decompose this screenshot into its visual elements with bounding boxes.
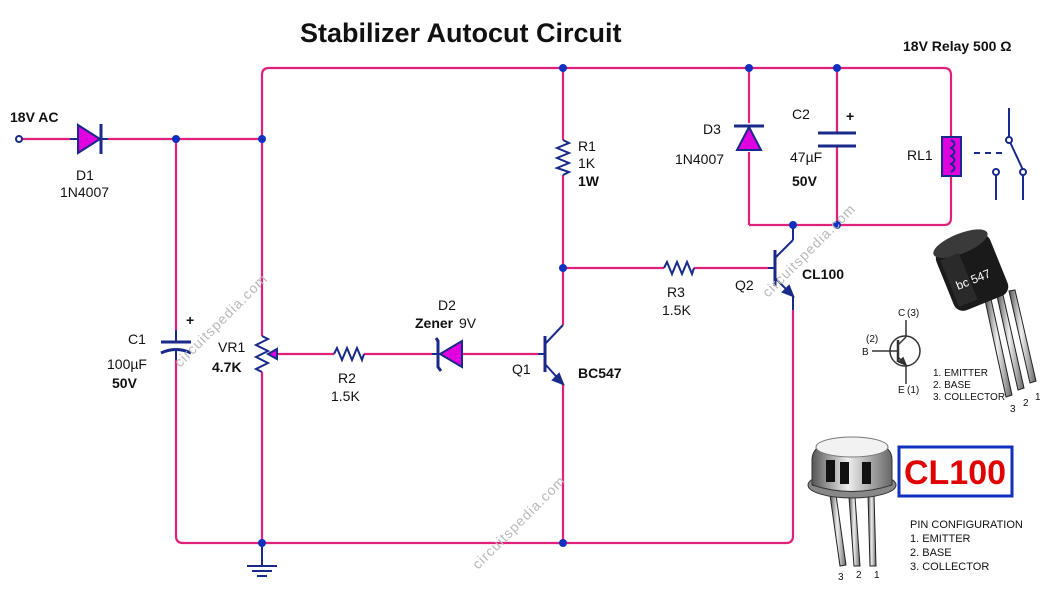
d2-value: 9V	[459, 315, 477, 331]
d3-diode	[734, 124, 764, 151]
bc547-e-label: E	[898, 385, 905, 396]
d3-value: 1N4007	[675, 151, 724, 167]
cl100-leg-2: 2	[856, 570, 862, 581]
bc547-leg-1: 1	[1035, 392, 1041, 403]
c2-value: 47µF	[790, 149, 822, 165]
q2-ref: Q2	[735, 277, 754, 293]
bc547-b-label: B	[862, 347, 869, 358]
bc547-pin-3: 3. COLLECTOR	[933, 392, 1005, 403]
c1-value: 100µF	[107, 356, 147, 372]
c2-polarity: +	[846, 108, 854, 124]
r1-ref: R1	[578, 138, 596, 154]
d1-ref: D1	[76, 167, 94, 183]
cl100-package-image: 3 2 1	[807, 436, 897, 583]
r1-rating: 1W	[578, 173, 600, 189]
input-label: 18V AC	[10, 109, 59, 125]
d2-zener-diode	[432, 337, 463, 372]
bc547-package-image: bc 547 3 2 1	[933, 229, 1041, 415]
q1-part: BC547	[578, 365, 622, 381]
r2-resistor	[333, 345, 365, 363]
bc547-b-pin: (2)	[866, 334, 878, 345]
cl100-leg-3: 3	[838, 572, 844, 583]
d2-type: Zener	[415, 315, 454, 331]
bc547-pin-2: 2. BASE	[933, 380, 971, 391]
r3-ref: R3	[667, 284, 685, 300]
q1-ref: Q1	[512, 361, 531, 377]
cl100-badge	[897, 445, 1014, 498]
q2-part: CL100	[802, 266, 844, 282]
watermark-2: circuitspedia.com	[469, 472, 569, 572]
cl100-pin-heading: PIN CONFIGURATION	[910, 519, 1023, 531]
rl1-ref: RL1	[907, 147, 933, 163]
diagram-title: Stabilizer Autocut Circuit	[300, 18, 622, 48]
cl100-badge-text: CL100	[904, 454, 1006, 492]
r1-value: 1K	[578, 155, 596, 171]
bc547-c-pin: (3)	[907, 308, 919, 319]
bc547-pinout: C (3) (2) B E (1) 1. EMITTER 2. BASE 3. …	[862, 229, 1041, 415]
c2-ref: C2	[792, 106, 810, 122]
relay-rating-label: 18V Relay 500 Ω	[903, 38, 1012, 54]
c1-rating: 50V	[112, 375, 138, 391]
bc547-pin-1: 1. EMITTER	[933, 368, 988, 379]
cl100-pin-3: 3. COLLECTOR	[910, 561, 989, 573]
bc547-leg-3: 3	[1010, 404, 1016, 415]
vr1-value: 4.7K	[212, 359, 242, 375]
ground-symbol	[247, 543, 277, 577]
q1-transistor	[538, 324, 565, 386]
relay-contacts	[992, 108, 1027, 200]
input-terminal	[15, 135, 23, 143]
vr1-ref: VR1	[218, 339, 245, 355]
r3-value: 1.5K	[662, 302, 691, 318]
cl100-pinout: CL100 PIN CONFIGURATION 1. EMITTER 2. BA…	[807, 436, 1023, 583]
c1-capacitor	[160, 330, 192, 360]
cl100-leg-1: 1	[874, 570, 880, 581]
cl100-pin-2: 2. BASE	[910, 547, 952, 559]
bc547-symbol	[872, 320, 921, 384]
q2-transistor	[768, 225, 795, 310]
wires	[22, 66, 1004, 545]
r2-ref: R2	[338, 370, 356, 386]
r2-value: 1.5K	[331, 388, 360, 404]
r1-resistor	[554, 139, 572, 176]
bc547-leg-2: 2	[1023, 398, 1029, 409]
c2-capacitor	[818, 131, 856, 148]
c2-rating: 50V	[792, 173, 818, 189]
r3-resistor	[663, 259, 695, 277]
d2-ref: D2	[438, 297, 456, 313]
rl1-relay	[941, 136, 962, 177]
bc547-e-pin: (1)	[907, 385, 919, 396]
c1-ref: C1	[128, 331, 146, 347]
bc547-c-label: C	[898, 308, 905, 319]
d3-ref: D3	[703, 121, 721, 137]
junction-nodes	[172, 64, 841, 547]
vr1-potentiometer	[253, 335, 278, 373]
cl100-pin-1: 1. EMITTER	[910, 533, 971, 545]
c1-polarity: +	[186, 312, 194, 328]
d1-diode	[70, 123, 108, 155]
d1-value: 1N4007	[60, 184, 109, 200]
